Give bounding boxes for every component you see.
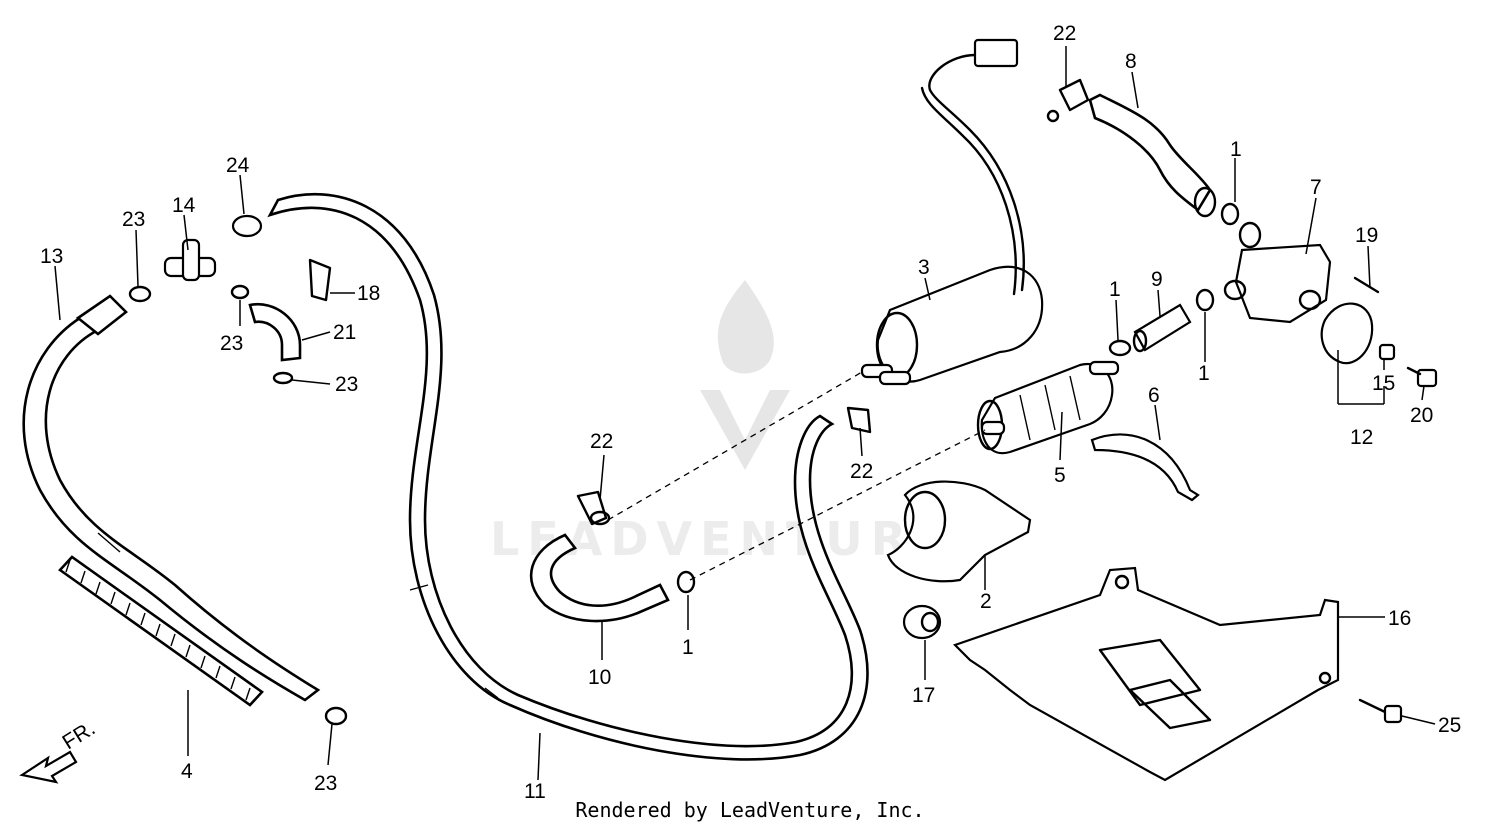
callout-23: 23 [220,332,243,355]
bolt-25 [1358,698,1403,724]
callout-22: 22 [850,460,873,483]
t-joint-14 [163,238,217,282]
callout-labels: 22 8 1 7 19 24 23 14 13 18 23 21 23 3 1 … [40,22,1461,803]
callout-23: 23 [314,772,337,795]
front-label: FR. [58,717,99,754]
hose-10 [529,533,670,623]
alignment-lines [607,371,986,581]
bracket-plate-16 [952,566,1340,782]
callout-17: 17 [912,684,935,707]
hose-8 [1046,78,1240,226]
clip-22 [576,406,872,594]
callout-18: 18 [357,282,380,305]
watermark-logo: LEADVENTURE [490,280,946,566]
front-arrow-icon: FR. [19,717,99,784]
hose-21 [248,302,302,362]
callout-16: 16 [1388,607,1411,630]
hose-13 [22,294,321,702]
callout-22: 22 [590,430,613,453]
fuel-pump-3 [860,38,1044,386]
callout-20: 20 [1410,404,1433,427]
joint-9 [1108,288,1215,357]
callout-21: 21 [333,321,356,344]
grommet-17 [902,604,942,640]
callout-22: 22 [1053,22,1076,45]
callout-5: 5 [1054,464,1066,487]
callout-15: 15 [1372,372,1395,395]
cap-12 [1320,276,1438,388]
callout-8: 8 [1125,50,1137,73]
callout-23: 23 [335,373,358,396]
callout-12: 12 [1350,426,1373,449]
callout-24: 24 [226,154,250,177]
bracket-6 [1090,433,1200,502]
callout-1: 1 [1198,362,1210,385]
callout-1: 1 [682,636,694,659]
fuel-filter-5 [976,360,1120,455]
regulator-7 [1223,221,1332,324]
callout-6: 6 [1148,384,1160,407]
callout-2: 2 [980,590,992,613]
callout-3: 3 [918,256,930,279]
leader-lines [54,46,1436,781]
hose-clips [128,214,348,726]
spiral-sleeve-4 [58,555,264,707]
footer-credit: Rendered by LeadVenture, Inc. [575,798,925,822]
hose-11 [267,192,869,761]
callout-9: 9 [1151,268,1163,291]
callout-7: 7 [1310,176,1322,199]
callout-14: 14 [172,194,196,217]
callout-1: 1 [1230,138,1242,161]
callout-1: 1 [1109,278,1121,301]
callout-4: 4 [181,760,193,783]
callout-10: 10 [588,666,611,689]
callout-11: 11 [524,780,546,803]
holder-band-2 [886,480,1032,583]
callout-19: 19 [1355,224,1378,247]
callout-23: 23 [122,208,145,231]
callout-13: 13 [40,245,63,268]
callout-25: 25 [1438,714,1461,737]
